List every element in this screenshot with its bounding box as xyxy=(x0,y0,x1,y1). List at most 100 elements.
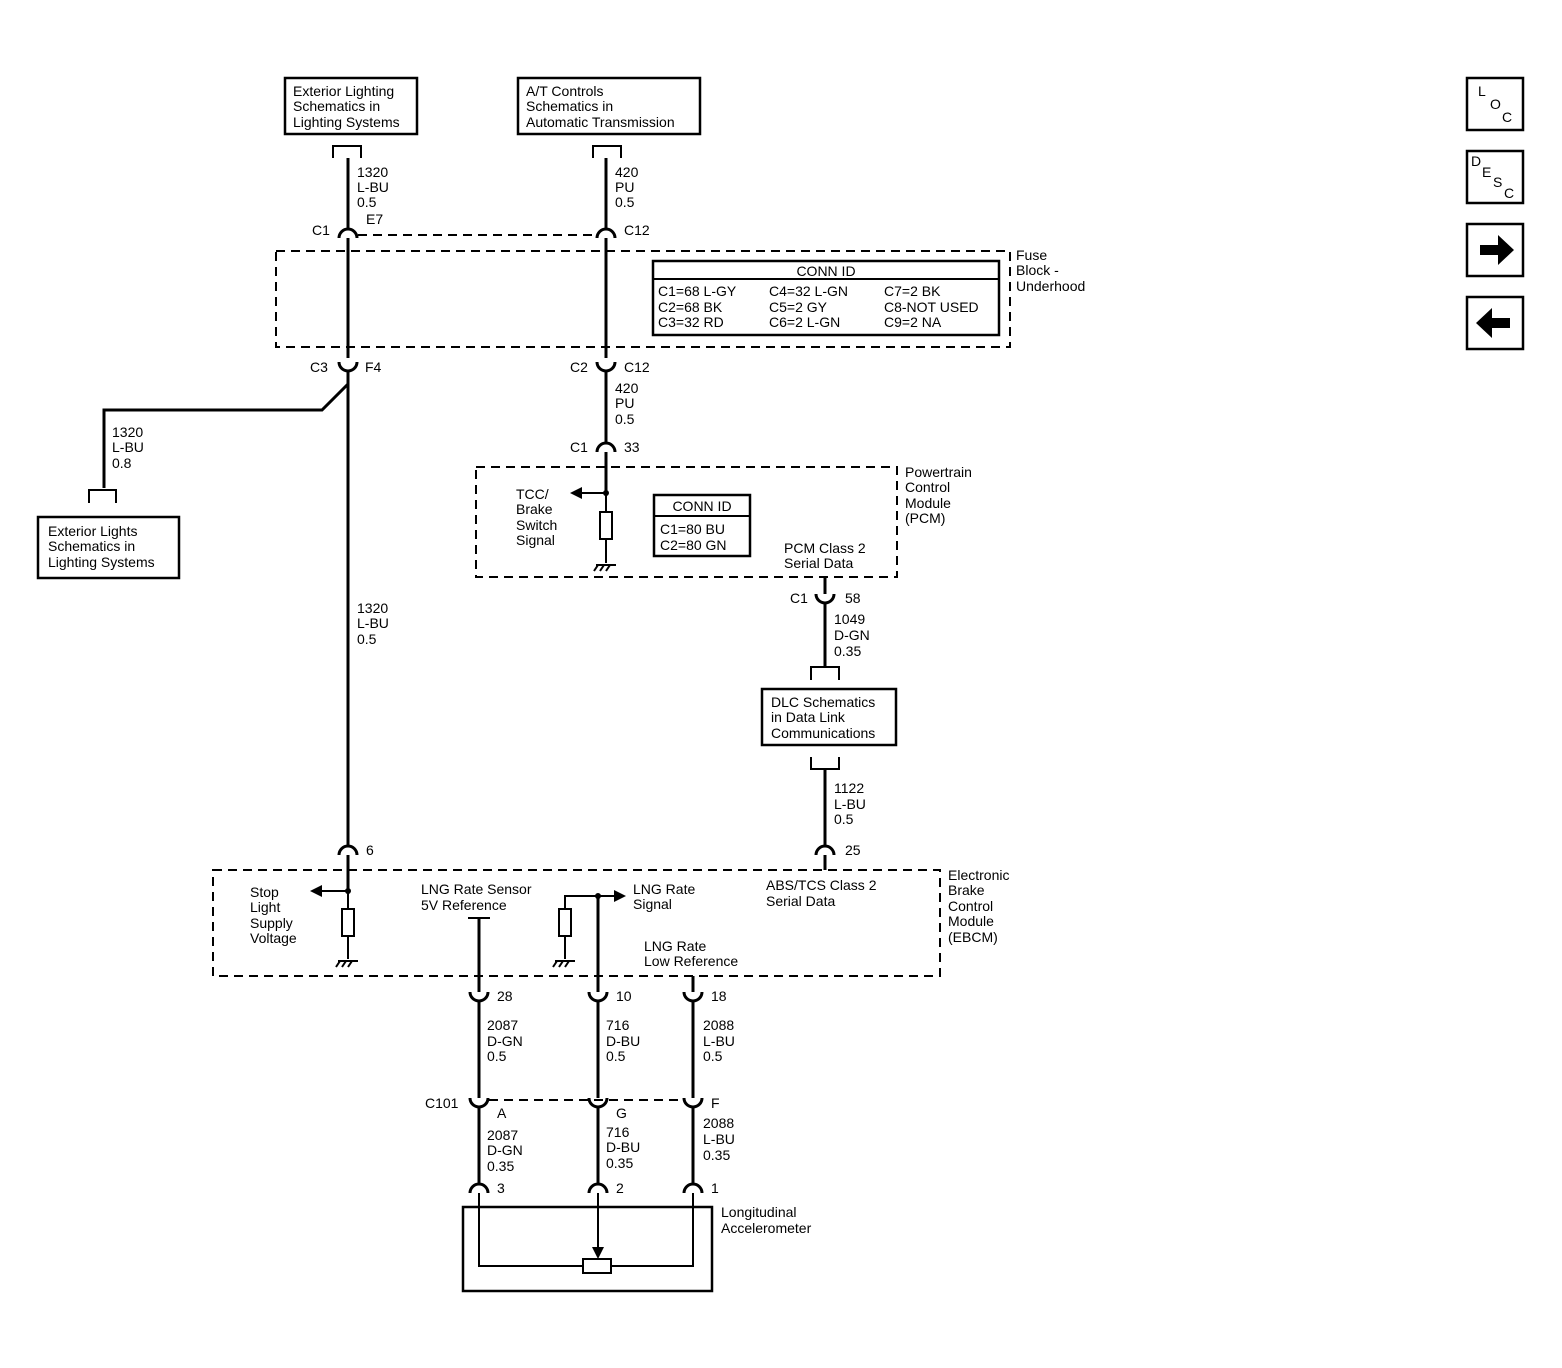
loc-letter-l: L xyxy=(1478,83,1486,99)
connector-label: C1 xyxy=(312,222,330,238)
ground-icon xyxy=(593,564,616,572)
wire-label: 1320 xyxy=(357,164,388,180)
pin-label: 2 xyxy=(616,1180,624,1196)
connector-symbol xyxy=(468,1097,490,1109)
connector-symbol xyxy=(337,361,359,373)
ref-bracket xyxy=(592,145,622,158)
connector-label: C3 xyxy=(310,359,328,375)
connector-symbol xyxy=(595,227,617,239)
arrow-left-icon xyxy=(1476,308,1510,338)
component-label: Electronic xyxy=(948,867,1009,883)
table-cell: C7=2 BK xyxy=(884,283,941,299)
signal-label: LNG Rate xyxy=(633,881,695,897)
table-title: CONN ID xyxy=(672,498,731,514)
arrow-down-icon xyxy=(592,1247,604,1259)
arrow-left-icon xyxy=(570,487,582,499)
wire-label: 420 xyxy=(615,380,639,396)
pin-label: C12 xyxy=(624,359,650,375)
arrow-left-icon xyxy=(310,885,322,897)
loc-letter-c: C xyxy=(1502,109,1512,125)
pcm-conn-id-table: CONN ID C1=80 BU C2=80 GN xyxy=(652,493,752,558)
at-controls-ref-box[interactable]: A/T Controls Schematics in Automatic Tra… xyxy=(516,76,702,136)
component-label: Block - xyxy=(1016,262,1059,278)
wire-label: PU xyxy=(615,179,634,195)
component-label: (EBCM) xyxy=(948,929,998,945)
ref-bracket xyxy=(810,666,840,680)
loc-button[interactable]: L O C xyxy=(1465,76,1525,132)
wire-label: L-BU xyxy=(834,796,866,812)
resistor-symbol xyxy=(599,511,613,540)
fuse-block-underhood xyxy=(275,250,1011,348)
wire-label: 0.5 xyxy=(703,1048,723,1064)
ref-line: Exterior Lights xyxy=(48,523,137,539)
wire-label: PU xyxy=(615,395,634,411)
connector-symbol xyxy=(595,361,617,373)
wire-label: L-BU xyxy=(112,439,144,455)
component-label: Fuse xyxy=(1016,247,1047,263)
wire-label: D-BU xyxy=(606,1033,640,1049)
ref-bracket xyxy=(332,145,362,158)
signal-label: 5V Reference xyxy=(421,897,507,913)
signal-label: Brake xyxy=(516,501,553,517)
signal-label: Light xyxy=(250,899,280,915)
wire-label: D-BU xyxy=(606,1139,640,1155)
connector-symbol xyxy=(814,593,836,605)
ref-line: Lighting Systems xyxy=(48,554,155,570)
pin-label: E7 xyxy=(366,211,383,227)
connector-label: C1 xyxy=(570,439,588,455)
pin-label: 58 xyxy=(845,590,861,606)
ref-bracket xyxy=(810,757,840,770)
table-cell: C1=68 L-GY xyxy=(658,283,737,299)
pin-label: A xyxy=(497,1105,507,1121)
component-label: Module xyxy=(948,913,994,929)
ref-line: Schematics in xyxy=(526,98,613,114)
table-cell: C9=2 NA xyxy=(884,314,942,330)
ext-lights-ref-box[interactable]: Exterior Lights Schematics in Lighting S… xyxy=(36,515,181,580)
arrow-right-icon xyxy=(1480,235,1514,265)
component-label: Longitudinal xyxy=(721,1204,797,1220)
signal-label: Switch xyxy=(516,517,557,533)
ref-line: Lighting Systems xyxy=(293,114,400,130)
wire-label: L-BU xyxy=(703,1131,735,1147)
wire-label: D-GN xyxy=(487,1033,523,1049)
wire-label: 2088 xyxy=(703,1115,734,1131)
ref-line: DLC Schematics xyxy=(771,694,875,710)
component-label: Brake xyxy=(948,882,985,898)
pcm-module xyxy=(475,466,898,578)
pin-label: F xyxy=(711,1095,720,1111)
ebcm-module xyxy=(212,869,941,977)
component-label: Accelerometer xyxy=(721,1220,812,1236)
ext-lighting-ref-box[interactable]: Exterior Lighting Schematics in Lighting… xyxy=(283,76,419,136)
connector-symbol xyxy=(682,1182,704,1194)
signal-label: Signal xyxy=(516,532,555,548)
resistor-symbol xyxy=(558,908,572,937)
pin-label: 10 xyxy=(616,988,632,1004)
previous-page-button[interactable] xyxy=(1465,295,1525,351)
connector-symbol xyxy=(587,1182,609,1194)
fuse-block-conn-id-table: CONN ID C1=68 L-GY C4=32 L-GN C7=2 BK C2… xyxy=(651,259,1001,337)
dlc-ref-box[interactable]: DLC Schematics in Data Link Communicatio… xyxy=(760,687,898,747)
table-cell: C2=80 GN xyxy=(660,537,727,553)
wire-label: 1320 xyxy=(112,424,143,440)
connector-symbol xyxy=(682,1097,704,1109)
table-title: CONN ID xyxy=(796,263,855,279)
signal-label: TCC/ xyxy=(516,486,549,502)
component-label: Underhood xyxy=(1016,278,1085,294)
wire-label: 0.5 xyxy=(834,811,854,827)
next-page-button[interactable] xyxy=(1465,222,1525,278)
component-label: Module xyxy=(905,495,951,511)
ref-line: Exterior Lighting xyxy=(293,83,394,99)
loc-letter-o: O xyxy=(1490,96,1501,112)
table-cell: C6=2 L-GN xyxy=(769,314,840,330)
wire-label: 420 xyxy=(615,164,639,180)
connector-symbol xyxy=(468,1182,490,1194)
desc-button[interactable]: D E S C xyxy=(1465,149,1525,205)
wire-label: 1049 xyxy=(834,611,865,627)
resistor-symbol xyxy=(341,908,355,937)
wire-label: 0.5 xyxy=(357,194,377,210)
pin-label: 18 xyxy=(711,988,727,1004)
wire-label: 2088 xyxy=(703,1017,734,1033)
wire-label: 0.35 xyxy=(834,643,861,659)
internal-circuit xyxy=(611,1193,694,1267)
